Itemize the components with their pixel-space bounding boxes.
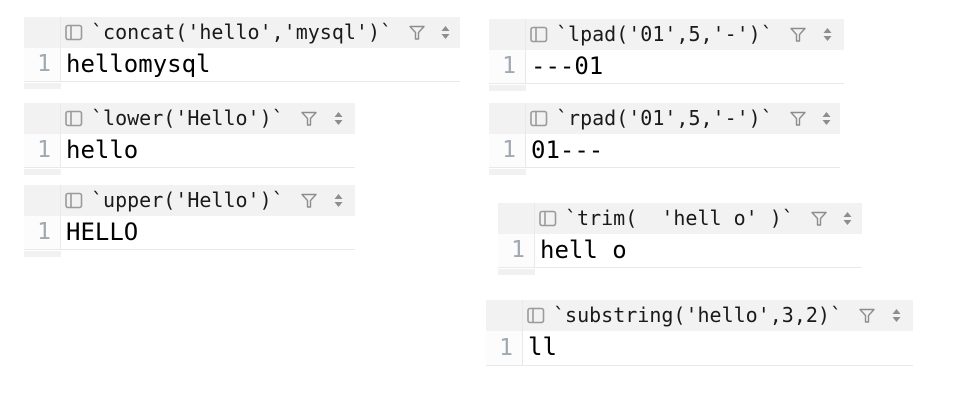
column-icon <box>65 24 83 41</box>
next-row-gutter-stub <box>24 251 61 257</box>
row-number[interactable]: 1 <box>24 216 61 249</box>
column-name: `trim( 'hell o' )` <box>565 206 794 230</box>
row-gutter-header <box>24 185 61 216</box>
result-table-rpad: `rpad('01',5,'-')` 1 01--- <box>489 103 840 175</box>
column-header[interactable]: `substring('hello',3,2)` <box>486 300 913 331</box>
column-name: `concat('hello','mysql')` <box>91 20 393 44</box>
row-number[interactable]: 1 <box>489 134 526 167</box>
next-row-gutter-stub <box>489 85 526 91</box>
row-number[interactable]: 1 <box>24 134 61 167</box>
table-row[interactable]: 1 ---01 <box>489 50 844 84</box>
next-row-gutter-stub <box>489 169 526 175</box>
filter-funnel-icon[interactable] <box>789 27 807 43</box>
column-header[interactable]: `lpad('01',5,'-')` <box>489 19 844 50</box>
result-table-lower: `lower('Hello')` 1 hello <box>24 103 355 175</box>
filter-funnel-icon[interactable] <box>300 193 318 209</box>
column-header[interactable]: `trim( 'hell o' )` <box>498 203 862 234</box>
result-table-lpad: `lpad('01',5,'-')` 1 ---01 <box>489 19 844 91</box>
column-icon <box>530 26 548 43</box>
column-icon <box>539 210 557 227</box>
sort-spinner-icon[interactable] <box>822 27 833 42</box>
filter-funnel-icon[interactable] <box>408 25 426 41</box>
sort-spinner-icon[interactable] <box>440 25 451 40</box>
column-name: `lower('Hello')` <box>91 106 284 130</box>
row-gutter-header <box>498 203 535 234</box>
table-row[interactable]: 1 hellomysql <box>24 48 460 82</box>
column-header[interactable]: `concat('hello','mysql')` <box>24 17 460 48</box>
cell-value[interactable]: hello <box>66 136 139 164</box>
row-gutter-header <box>486 300 523 331</box>
row-number[interactable]: 1 <box>486 331 523 365</box>
column-header[interactable]: `rpad('01',5,'-')` <box>489 103 840 134</box>
cell-value[interactable]: ---01 <box>531 52 604 80</box>
result-table-substring: `substring('hello',3,2)` 1 ll <box>486 300 913 366</box>
column-name: `upper('Hello')` <box>91 188 284 212</box>
cell-value[interactable]: HELLO <box>66 218 139 246</box>
sort-spinner-icon[interactable] <box>333 111 344 126</box>
table-row[interactable]: 1 hell o <box>498 234 862 268</box>
column-header[interactable]: `upper('Hello')` <box>24 185 355 216</box>
sort-spinner-icon[interactable] <box>333 193 344 208</box>
next-row-gutter-stub <box>24 169 61 175</box>
next-row-gutter-stub <box>24 83 61 89</box>
column-name: `lpad('01',5,'-')` <box>556 22 773 46</box>
table-row[interactable]: 1 ll <box>486 331 913 366</box>
result-table-concat: `concat('hello','mysql')` 1 hellomysql <box>24 17 460 89</box>
table-row[interactable]: 1 hello <box>24 134 355 168</box>
row-number[interactable]: 1 <box>489 50 526 83</box>
cell-value[interactable]: ll <box>528 333 557 361</box>
column-name: `rpad('01',5,'-')` <box>556 106 773 130</box>
table-row[interactable]: 1 01--- <box>489 134 840 168</box>
column-name: `substring('hello',3,2)` <box>553 303 842 327</box>
result-table-trim: `trim( 'hell o' )` 1 hell o <box>498 203 862 275</box>
sort-spinner-icon[interactable] <box>891 308 902 323</box>
table-row[interactable]: 1 HELLO <box>24 216 355 250</box>
row-gutter-header <box>24 103 61 134</box>
row-gutter-header <box>489 19 526 50</box>
column-icon <box>530 110 548 127</box>
row-gutter-header <box>489 103 526 134</box>
result-table-upper: `upper('Hello')` 1 HELLO <box>24 185 355 257</box>
row-number[interactable]: 1 <box>24 48 61 81</box>
sort-spinner-icon[interactable] <box>821 111 832 126</box>
filter-funnel-icon[interactable] <box>300 111 318 127</box>
column-icon <box>65 110 83 127</box>
cell-value[interactable]: hellomysql <box>66 50 211 78</box>
filter-funnel-icon[interactable] <box>810 211 828 227</box>
filter-funnel-icon[interactable] <box>789 111 807 127</box>
cell-value[interactable]: hell o <box>540 236 627 264</box>
row-number[interactable]: 1 <box>498 234 535 267</box>
column-icon <box>527 307 545 324</box>
row-gutter-header <box>24 17 61 48</box>
next-row-gutter-stub <box>498 269 535 275</box>
cell-value[interactable]: 01--- <box>531 136 604 164</box>
filter-funnel-icon[interactable] <box>858 308 876 324</box>
column-icon <box>65 192 83 209</box>
sort-spinner-icon[interactable] <box>842 211 853 226</box>
column-header[interactable]: `lower('Hello')` <box>24 103 355 134</box>
